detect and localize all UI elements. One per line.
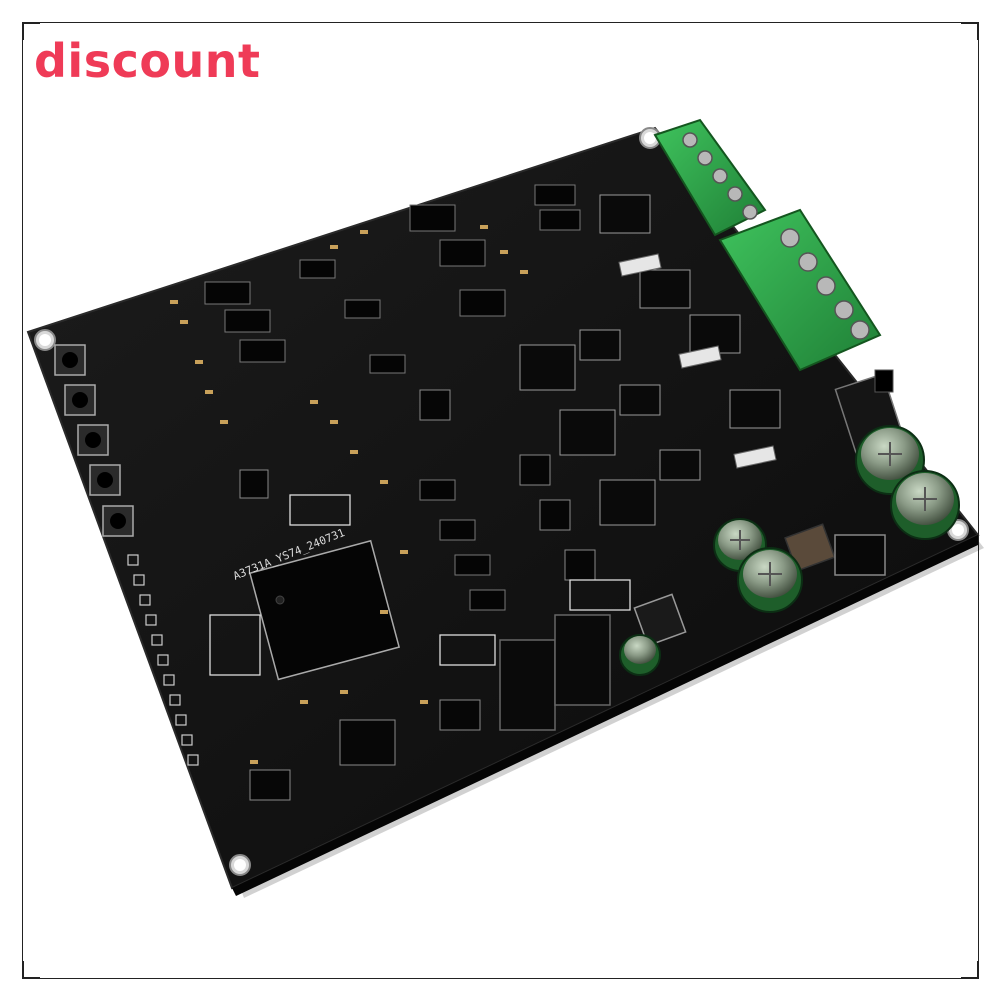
- electrolytic-capacitors: [619, 425, 960, 676]
- shunt-resistors: [618, 253, 777, 469]
- qfn-chips: [239, 389, 596, 581]
- discount-badge: discount: [34, 34, 261, 88]
- header-pins-left: [127, 554, 199, 766]
- power-inductor: [784, 523, 836, 572]
- frame-corner-top-right: [961, 22, 979, 40]
- mounting-holes: [34, 127, 969, 876]
- frame-bottom-line: [22, 978, 979, 979]
- soic-chips: [204, 184, 581, 611]
- capacitor: [619, 634, 661, 676]
- inductor: [633, 593, 687, 647]
- frame-left-line: [22, 22, 23, 979]
- frame-corner-bottom-right: [961, 961, 979, 979]
- tactile-buttons: [54, 344, 134, 537]
- mosfets: [519, 194, 781, 526]
- terminal-blocks: [653, 118, 882, 372]
- terminal-block-bottom: [718, 208, 882, 372]
- frame-top-line: [22, 22, 979, 23]
- terminal-block-top: [653, 118, 767, 237]
- frame-corner-bottom-left: [22, 961, 40, 979]
- regulator: [834, 534, 886, 576]
- frame-right-line: [978, 22, 979, 979]
- bottom-chips: [249, 699, 481, 801]
- capacitor: [737, 547, 803, 613]
- box-headers: [209, 494, 631, 676]
- rj-connectors: [499, 614, 611, 731]
- passive-components: [170, 225, 528, 764]
- capacitor: [890, 470, 960, 540]
- frame-corner-top-left: [22, 22, 40, 40]
- board-edge: [232, 535, 978, 896]
- mcu-chip: [248, 539, 401, 681]
